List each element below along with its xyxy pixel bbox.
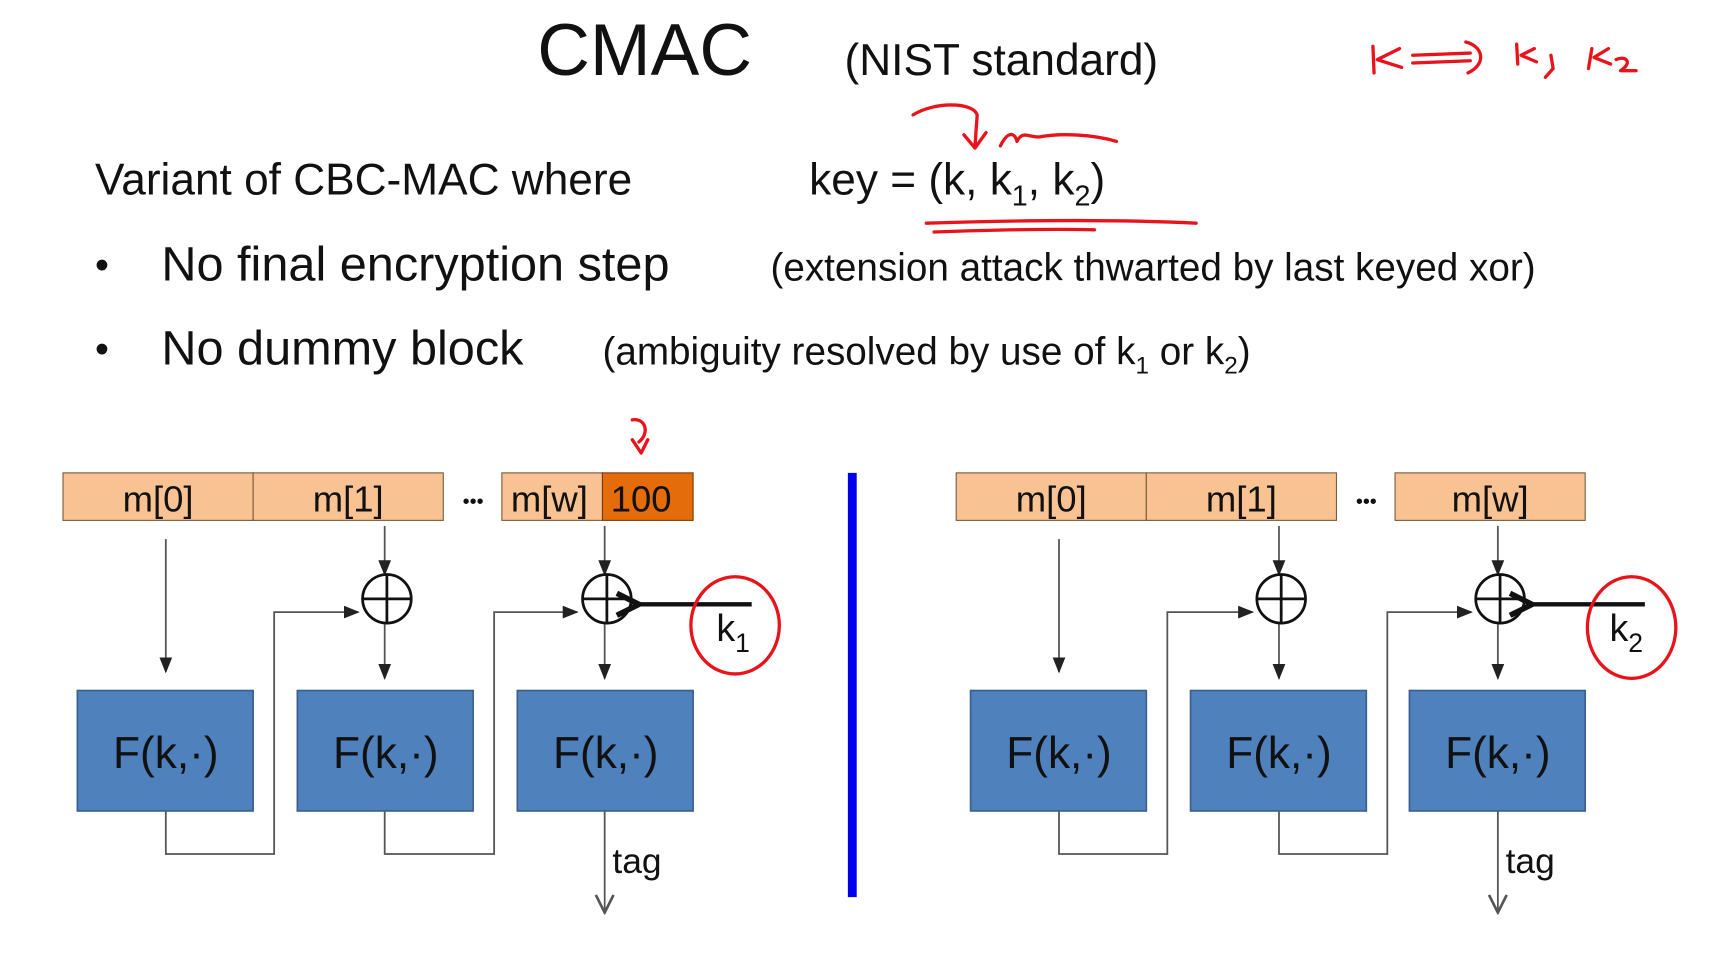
xor-icon: [361, 573, 413, 625]
bullet-dot: •: [95, 327, 109, 371]
message-block-label: m[0]: [123, 479, 194, 520]
handwritten-circle: [689, 575, 781, 676]
bullet-2-main: No dummy block: [161, 322, 524, 376]
bullet-2-note: (ambiguity resolved by use of k1 or k2): [602, 331, 1250, 380]
message-block-label: m[w]: [511, 479, 588, 520]
key-expression: key = (k, k1, k2): [809, 155, 1105, 212]
message-block: [501, 472, 604, 521]
message-block: [955, 472, 1147, 521]
prf-label: F(k,·): [333, 729, 439, 778]
message-block-label: m[1]: [1206, 479, 1277, 520]
message-block: [1394, 472, 1586, 521]
prf-box: [969, 689, 1148, 812]
message-block-label: m[w]: [1452, 479, 1529, 520]
slide-title: CMAC: [537, 10, 752, 91]
prf-box: [1408, 689, 1587, 812]
xor-icon: [1474, 573, 1526, 625]
ellipsis: •••: [463, 491, 484, 513]
handwritten-circle: [1585, 575, 1678, 681]
intro-text: Variant of CBC-MAC where: [95, 155, 632, 204]
xor-icon: [581, 573, 633, 625]
message-block-label: m[1]: [313, 479, 384, 520]
prf-label: F(k,·): [1445, 729, 1551, 778]
prf-box: [516, 689, 694, 812]
tag-label: tag: [612, 842, 661, 881]
divider: [847, 472, 857, 898]
handwritten-pad-arrow: [630, 418, 650, 455]
diagram-right: m[0] m[1] ••• m[w] k2 F(k,·) F(k,·): [955, 472, 1678, 913]
bullet-1-main: No final encryption step: [161, 238, 669, 292]
message-block: [252, 472, 444, 521]
key-label: k1: [716, 607, 750, 658]
prf-box: [76, 689, 254, 812]
slide-subtitle: (NIST standard): [845, 36, 1159, 85]
prf-label: F(k,·): [113, 729, 219, 778]
message-block: [1145, 472, 1338, 521]
handwritten-key-derivation: [1371, 40, 1638, 79]
prf-label: F(k,·): [1226, 729, 1332, 778]
prf-box: [1189, 689, 1368, 812]
ellipsis: •••: [1356, 491, 1377, 513]
padding-label: 100: [611, 479, 672, 520]
message-block-label: m[0]: [1016, 479, 1087, 520]
bullet-1-note: (extension attack thwarted by last keyed…: [770, 247, 1535, 290]
xor-icon: [1255, 573, 1307, 625]
key-label: k2: [1610, 607, 1644, 658]
bullet-dot: •: [95, 243, 109, 287]
handwritten-key-marks: [911, 103, 1198, 234]
diagram-left: m[0] m[1] ••• m[w] 100 k1: [62, 418, 781, 913]
prf-box: [296, 689, 474, 812]
prf-label: F(k,·): [1006, 729, 1112, 778]
padding-block: [601, 472, 694, 521]
message-block: [62, 472, 254, 521]
prf-label: F(k,·): [553, 729, 659, 778]
tag-label: tag: [1506, 842, 1555, 881]
